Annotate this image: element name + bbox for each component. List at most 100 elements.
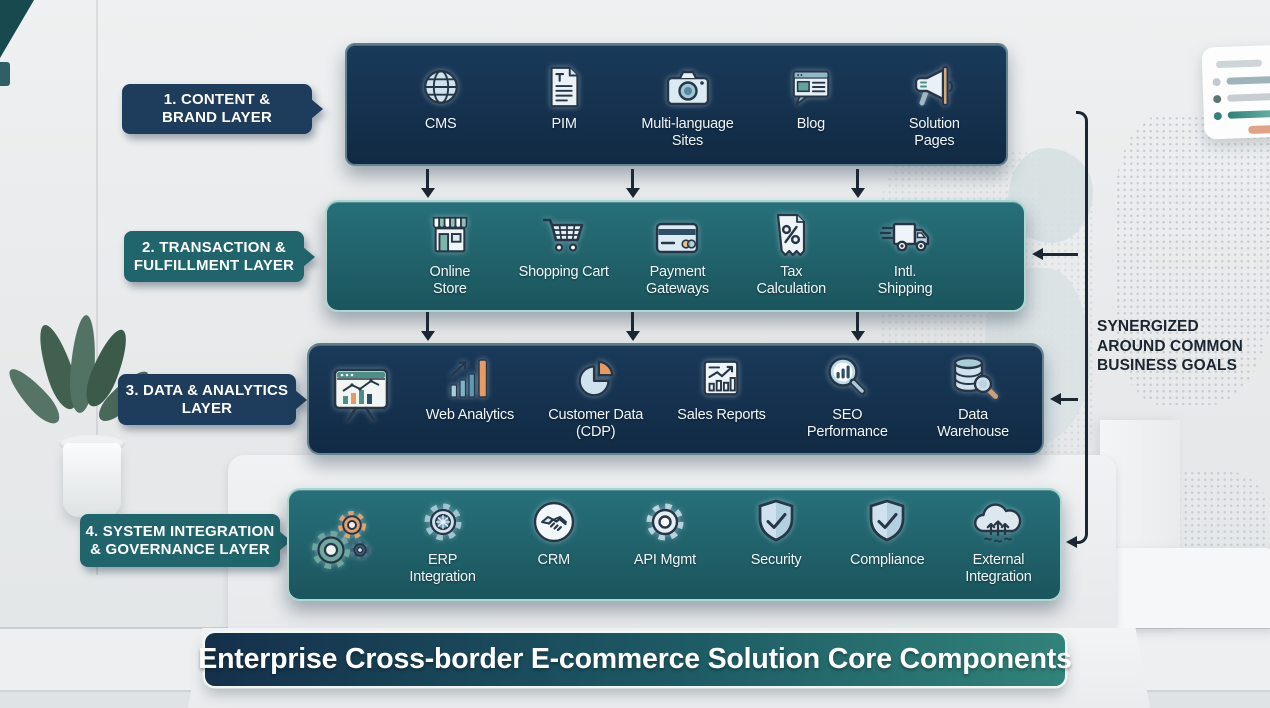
item-security: Security — [721, 498, 832, 599]
bracket-arm-layer2 — [1042, 253, 1078, 256]
item-web-analytics: Web Analytics — [407, 353, 533, 453]
item-crm: CRM — [498, 498, 609, 599]
down-arrow — [631, 169, 634, 188]
down-arrow — [426, 312, 429, 331]
corner-accent-small — [0, 62, 10, 86]
item-analytics-dashboard — [315, 353, 407, 453]
credit-card-icon — [653, 210, 701, 258]
down-arrow — [856, 312, 859, 331]
left-arrowhead — [1050, 393, 1061, 405]
item-label: Online Store — [429, 264, 471, 297]
item-online-store: Online Store — [393, 210, 507, 310]
plant-pot — [63, 443, 121, 517]
wall-corner-line — [96, 0, 98, 575]
item-label: Intl. Shipping — [877, 264, 933, 297]
layer-row-data-analytics: Web Analytics Customer Data (CDP) Sales … — [307, 343, 1044, 455]
api-gear-icon — [641, 498, 689, 546]
diagram-title-bar: Enterprise Cross-border E-commerce Solut… — [198, 633, 1072, 686]
item-label: Tax Calculation — [756, 264, 827, 297]
pie-chart-icon — [573, 353, 619, 401]
left-arrowhead — [1032, 248, 1043, 260]
layer-row-content-brand: CMS PIM Multi-language Sites Blog Soluti… — [345, 43, 1008, 166]
item-label: Customer Data (CDP) — [548, 407, 644, 440]
item-label: Sales Reports — [677, 407, 766, 423]
seo-magnifier-icon — [822, 353, 872, 401]
gears-cluster-icon — [308, 510, 374, 572]
layer-label-1-text: 1. CONTENT & BRAND LAYER — [162, 91, 272, 126]
layer-label-3-text: 3. DATA & ANALYTICS LAYER — [125, 381, 289, 417]
item-payment-gateways: Payment Gateways — [621, 210, 735, 310]
desk-shape — [1095, 548, 1270, 628]
item-cms: CMS — [379, 58, 502, 164]
item-label: Security — [750, 552, 802, 568]
item-label: PIM — [551, 116, 577, 132]
camera-icon — [664, 58, 712, 110]
layer-label-2-text: 2. TRANSACTION & FULFILLMENT LAYER — [133, 238, 295, 274]
item-data-warehouse: Data Warehouse — [910, 353, 1036, 453]
item-label: ERP Integration — [409, 552, 476, 585]
data-warehouse-icon — [947, 353, 999, 401]
world-map-dots — [1115, 115, 1270, 405]
down-arrow — [856, 169, 859, 188]
item-shopping-cart: Shopping Cart — [507, 210, 621, 310]
item-label: Shopping Cart — [518, 264, 609, 280]
item-sales-reports: Sales Reports — [659, 353, 785, 453]
item-compliance: Compliance — [832, 498, 943, 599]
item-seo-performance: SEO Performance — [784, 353, 910, 453]
megaphone-icon — [910, 58, 958, 110]
layer-row-transaction-fulfillment: Online Store Shopping Cart Payment Gatew… — [325, 200, 1026, 312]
item-tax-calculation: Tax Calculation — [734, 210, 848, 310]
item-label: Compliance — [849, 552, 925, 568]
down-arrow — [631, 312, 634, 331]
shipping-truck-icon — [879, 210, 931, 258]
cloud-integration-icon — [971, 498, 1025, 546]
tax-receipt-icon — [771, 210, 811, 258]
layer-row-system-integration-governance: ERP Integration CRM API Mgmt Security Co… — [287, 488, 1062, 601]
blog-window-icon — [788, 58, 834, 110]
corner-accent — [0, 0, 34, 58]
item-governance-gears — [295, 498, 387, 599]
shopping-cart-icon — [540, 210, 588, 258]
diagram-title-text: Enterprise Cross-border E-commerce Solut… — [198, 643, 1072, 675]
down-arrow — [426, 169, 429, 188]
layer-label-1: 1. CONTENT & BRAND LAYER — [122, 84, 312, 134]
item-label: Web Analytics — [425, 407, 514, 423]
dashboard-board-icon — [329, 366, 393, 424]
compliance-shield-icon — [865, 498, 909, 546]
globe-icon — [418, 58, 464, 110]
left-arrowhead — [1066, 536, 1077, 548]
sales-report-icon — [698, 353, 744, 401]
layer-label-4: 4. SYSTEM INTEGRATION & GOVERNANCE LAYER — [80, 514, 280, 567]
item-solution-pages: Solution Pages — [873, 58, 996, 164]
item-label: API Mgmt — [633, 552, 696, 568]
item-label: Payment Gateways — [646, 264, 709, 297]
synergy-note: SYNERGIZED AROUND COMMON BUSINESS GOALS — [1097, 318, 1243, 374]
synergy-bracket-line — [1076, 111, 1088, 544]
item-label: Blog — [796, 116, 826, 132]
bracket-arm-layer3 — [1060, 398, 1078, 401]
item-external-integration: External Integration — [943, 498, 1054, 599]
bar-chart-growth-icon — [445, 353, 495, 401]
item-erp-integration: ERP Integration — [387, 498, 498, 599]
item-multilanguage-sites: Multi-language Sites — [626, 58, 749, 164]
erp-gear-icon — [419, 498, 467, 546]
item-label: External Integration — [965, 552, 1032, 585]
item-pim: PIM — [502, 58, 625, 164]
item-blog: Blog — [749, 58, 872, 164]
layer-label-4-text: 4. SYSTEM INTEGRATION & GOVERNANCE LAYER — [85, 522, 275, 558]
item-label: CMS — [424, 116, 457, 132]
item-label: CRM — [537, 552, 571, 568]
layer-label-2: 2. TRANSACTION & FULFILLMENT LAYER — [124, 231, 304, 282]
item-label: Solution Pages — [908, 116, 960, 149]
handshake-icon — [530, 498, 578, 546]
document-icon — [544, 58, 584, 110]
item-intl-shipping: Intl. Shipping — [848, 210, 962, 310]
potted-plant — [2, 314, 175, 530]
item-label: SEO Performance — [806, 407, 888, 440]
item-customer-data-cdp: Customer Data (CDP) — [533, 353, 659, 453]
item-api-mgmt: API Mgmt — [609, 498, 720, 599]
checklist-card-icon — [1201, 44, 1270, 140]
item-label: Data Warehouse — [937, 407, 1009, 440]
layer-label-3: 3. DATA & ANALYTICS LAYER — [118, 374, 296, 425]
